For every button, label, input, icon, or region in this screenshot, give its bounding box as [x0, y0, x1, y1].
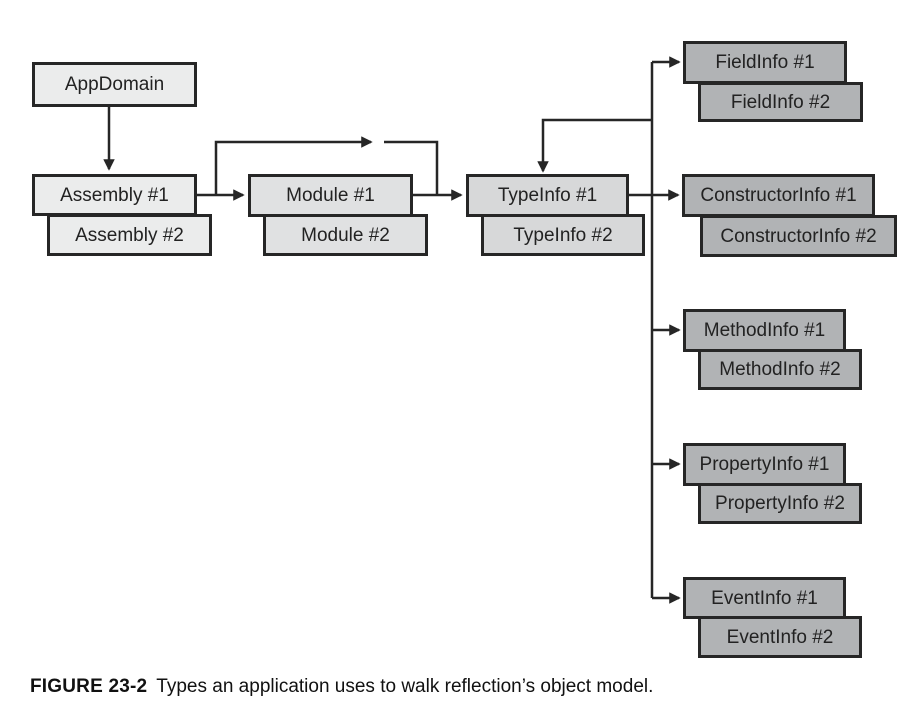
node-fieldinfo-1: FieldInfo #1 — [683, 41, 847, 84]
node-appdomain: AppDomain — [32, 62, 197, 107]
arrow-assembly1-to-typeinfo1-segment-b — [384, 140, 439, 195]
node-propertyinfo-1: PropertyInfo #1 — [683, 443, 846, 486]
figure-caption-text: Types an application uses to walk reflec… — [156, 676, 654, 697]
node-module-2: Module #2 — [263, 214, 428, 256]
node-typeinfo-2: TypeInfo #2 — [481, 214, 645, 256]
node-typeinfo-1: TypeInfo #1 — [466, 174, 629, 217]
node-methodinfo-1: MethodInfo #1 — [683, 309, 846, 352]
node-assembly-1: Assembly #1 — [32, 174, 197, 216]
node-assembly-2: Assembly #2 — [47, 214, 212, 256]
node-methodinfo-2: MethodInfo #2 — [698, 349, 862, 390]
figure-caption-number: FIGURE 23-2 — [30, 676, 148, 697]
arrow-assembly1-to-typeinfo1-segment-a — [214, 136, 373, 195]
node-module-1: Module #1 — [248, 174, 413, 217]
node-eventinfo-2: EventInfo #2 — [698, 616, 862, 658]
node-fieldinfo-2: FieldInfo #2 — [698, 82, 863, 122]
node-constructorinfo-1: ConstructorInfo #1 — [682, 174, 875, 217]
node-constructorinfo-2: ConstructorInfo #2 — [700, 215, 897, 257]
figure-caption: FIGURE 23-2 Types an application uses to … — [30, 676, 653, 698]
node-eventinfo-1: EventInfo #1 — [683, 577, 846, 619]
node-propertyinfo-2: PropertyInfo #2 — [698, 483, 862, 524]
arrow-nested-type-loop-to-typeinfo1-top — [537, 118, 652, 173]
